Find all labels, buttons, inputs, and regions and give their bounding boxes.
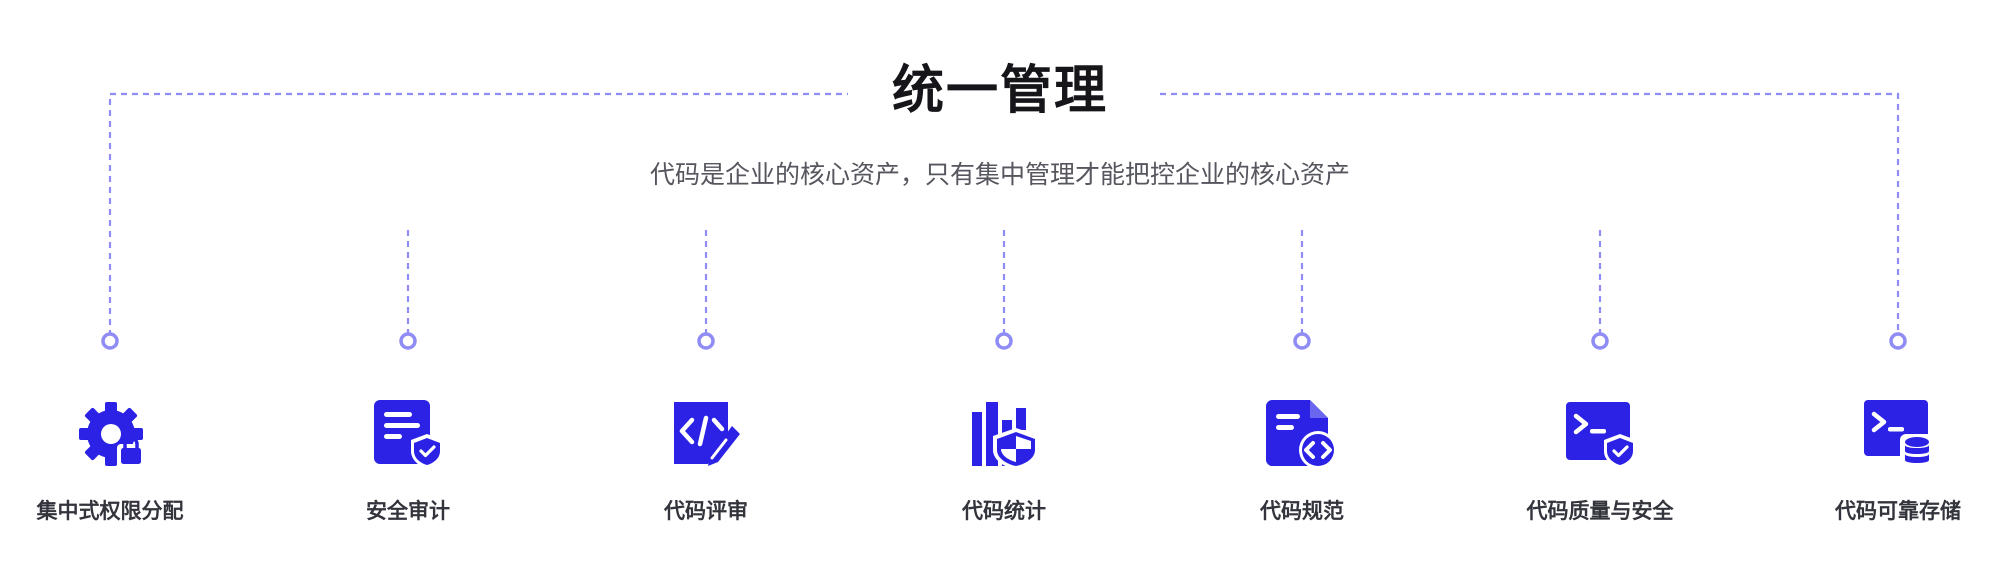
feature-label: 安全审计: [366, 499, 450, 523]
feature-code-quality-security: 代码质量与安全: [1490, 398, 1710, 538]
feature-reliable-storage: 代码可靠存储: [1788, 398, 2000, 538]
feature-code-review: 代码评审: [596, 398, 816, 538]
feature-label: 代码质量与安全: [1526, 499, 1674, 523]
section-subtitle: 代码是企业的核心资产，只有集中管理才能把控企业的核心资产: [649, 160, 1350, 189]
feature-label: 代码评审: [664, 499, 748, 523]
connector-node-3: [697, 332, 715, 350]
feature-label: 代码规范: [1260, 499, 1344, 523]
terminal-database-icon: [1864, 400, 1934, 470]
connector-node-7: [1889, 332, 1907, 350]
connector-node-2: [399, 332, 417, 350]
bar-chart-shield-icon: [972, 402, 1039, 470]
feature-label: 代码可靠存储: [1835, 499, 1961, 523]
feature-code-standards: 代码规范: [1192, 398, 1412, 538]
feature-label: 代码统计: [962, 499, 1046, 523]
feature-permission-allocation: 集中式权限分配: [0, 398, 220, 538]
terminal-shield-icon: [1566, 402, 1636, 469]
document-shield-icon: [374, 400, 443, 469]
connector-node-5: [1293, 332, 1311, 350]
connector-node-4: [995, 332, 1013, 350]
bracket-right-line: [1160, 92, 1900, 336]
feature-label: 集中式权限分配: [36, 499, 184, 523]
connector-node-6: [1591, 332, 1609, 350]
document-code-icon: [1266, 400, 1337, 469]
connector-node-1: [101, 332, 119, 350]
gear-lock-icon: [79, 402, 145, 466]
code-review-icon: [674, 402, 740, 466]
feature-security-audit: 安全审计: [298, 398, 518, 538]
section-title: 统一管理: [891, 61, 1108, 121]
feature-code-statistics: 代码统计: [894, 398, 1114, 538]
bracket-left-line: [108, 92, 848, 336]
